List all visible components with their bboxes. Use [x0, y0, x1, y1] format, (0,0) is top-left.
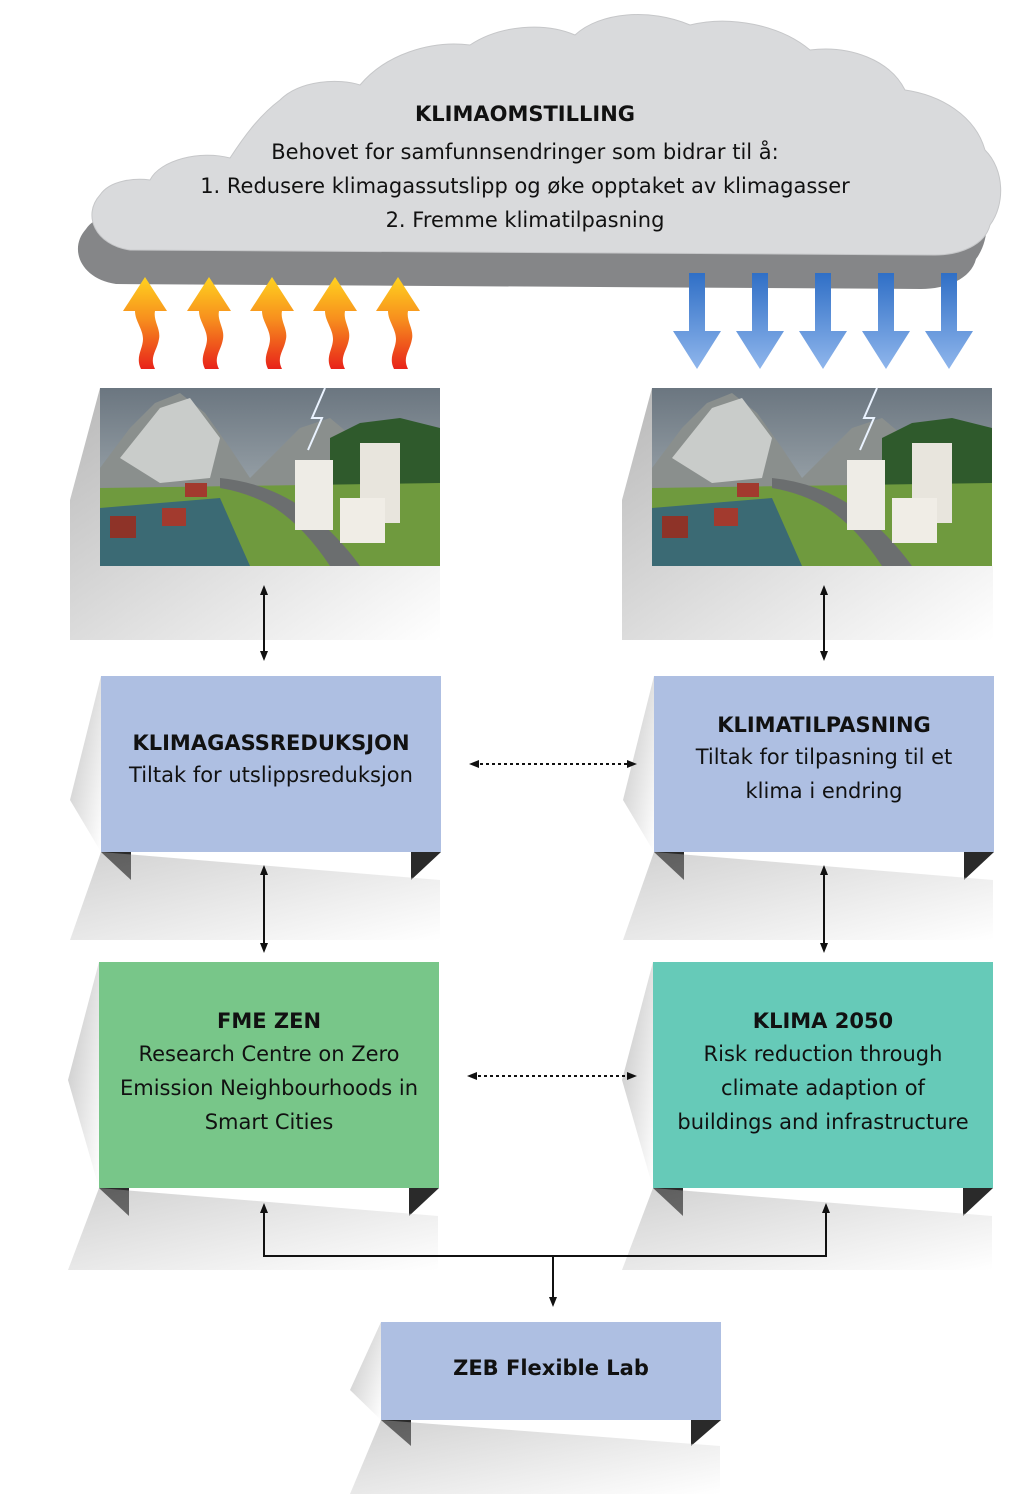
cloud-line-2: 1. Redusere klimagassutslipp og øke oppt…	[200, 174, 850, 198]
down-arrow-icon	[799, 273, 847, 369]
klima2050-line-3: buildings and infrastructure	[677, 1110, 969, 1134]
box-klima-2050	[653, 962, 993, 1188]
cloud-line-3: 2. Fremme klimatilpasning	[385, 208, 665, 232]
landscape-image-right	[622, 387, 993, 640]
heat-arrow-icon	[376, 277, 420, 369]
adaptation-text: KLIMATILPASNING Tiltak for tilpasning ti…	[654, 710, 994, 808]
box-zeb-flexible-lab	[381, 1322, 721, 1420]
connectors	[260, 585, 830, 1307]
zen-text: FME ZEN Research Centre on Zero Emission…	[99, 1005, 439, 1139]
down-arrow-icon	[673, 273, 721, 369]
down-arrow-icon	[736, 273, 784, 369]
down-arrow-icon	[862, 273, 910, 369]
down-arrow-icon	[925, 273, 973, 369]
zen-title: FME ZEN	[216, 1009, 322, 1033]
zen-line-3: Smart Cities	[204, 1110, 334, 1134]
reduction-line-1: Tiltak for utslippsreduksjon	[129, 763, 413, 787]
box-fme-zen	[99, 962, 439, 1188]
cloud-title: KLIMAOMSTILLING	[414, 102, 636, 126]
heat-arrow-icon	[250, 277, 294, 369]
zen-line-1: Research Centre on Zero	[138, 1042, 400, 1066]
lab-text: ZEB Flexible Lab	[381, 1353, 721, 1383]
heat-arrow-icon	[313, 277, 357, 369]
heat-arrow-icon	[123, 277, 167, 369]
klima2050-title: KLIMA 2050	[752, 1009, 894, 1033]
reduction-title: KLIMAGASSREDUKSJON	[132, 731, 410, 755]
klima2050-line-2: climate adaption of	[721, 1076, 925, 1100]
adaptation-title: KLIMATILPASNING	[717, 713, 931, 737]
adaptation-line-2: klima i endring	[745, 779, 903, 803]
connector-bracket-to-lab	[260, 1203, 830, 1257]
heat-arrow-icon	[187, 277, 231, 369]
adaptation-arrows	[673, 273, 973, 369]
box-klimatilpasning	[654, 676, 994, 852]
lab-title: ZEB Flexible Lab	[453, 1356, 649, 1380]
cloud-line-1: Behovet for samfunnsendringer som bidrar…	[271, 140, 779, 164]
heat-arrows	[123, 277, 420, 369]
landscape-image-left	[70, 387, 441, 640]
klima2050-text: KLIMA 2050 Risk reduction through climat…	[653, 1005, 993, 1139]
reduction-text: KLIMAGASSREDUKSJON Tiltak for utslippsre…	[101, 728, 441, 792]
klima2050-line-1: Risk reduction through	[703, 1042, 943, 1066]
zen-line-2: Emission Neighbourhoods in	[119, 1076, 419, 1100]
box-klimagassreduksjon	[101, 676, 441, 852]
adaptation-line-1: Tiltak for tilpasning til et	[695, 745, 953, 769]
